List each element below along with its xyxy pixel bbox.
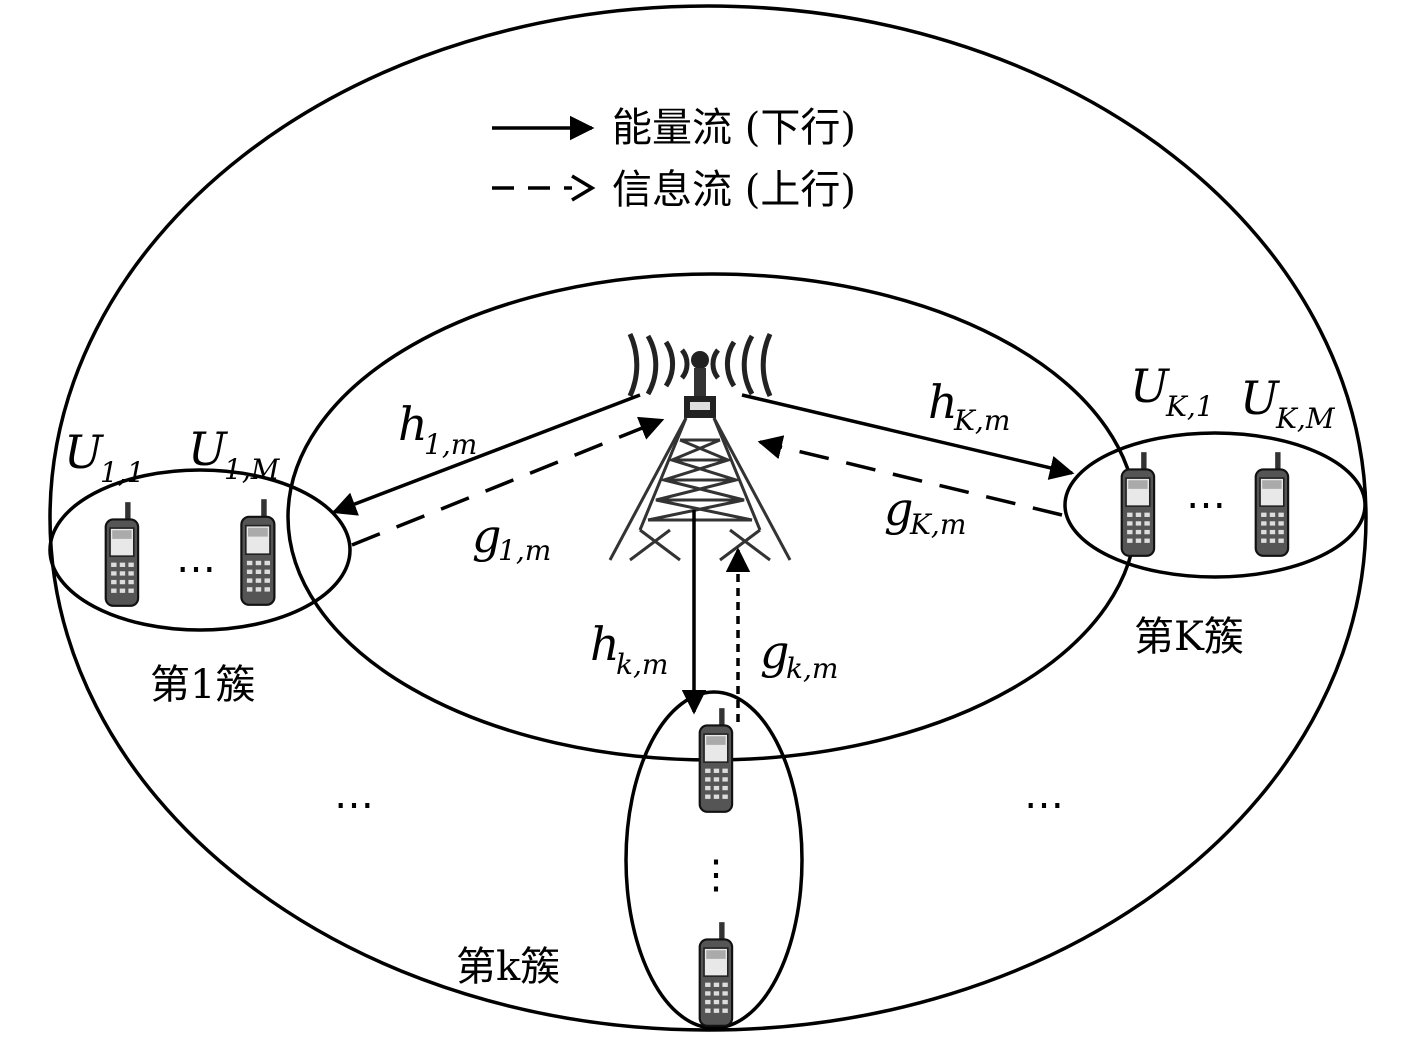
ellipsis-right: ⋯ — [1024, 782, 1064, 828]
label-h1m: h 1,m — [398, 397, 477, 461]
energy-arrow-cluster-K — [741, 393, 1075, 480]
svg-text:U: U — [1240, 371, 1281, 425]
ellipsis-left: ⋯ — [334, 782, 374, 828]
svg-text:K,M: K,M — [1275, 402, 1336, 435]
label-uKM: U K,M — [1240, 371, 1336, 435]
svg-text:h: h — [590, 617, 620, 671]
label-gkm: g k,m — [760, 625, 838, 685]
label-u1M: U 1,M — [188, 422, 281, 486]
phone-ukM — [698, 921, 734, 1027]
svg-text:K,1: K,1 — [1165, 390, 1214, 423]
label-hKm: h K,m — [928, 375, 1010, 437]
label-hkm: h k,m — [590, 617, 668, 681]
legend-open-arrowhead — [571, 174, 596, 202]
info-arrow-cluster-K — [757, 435, 1063, 517]
phone-uk1 — [698, 707, 734, 813]
svg-text:g: g — [472, 509, 501, 563]
phone-uKM — [1254, 451, 1290, 557]
cluster-k-ellipse — [624, 690, 804, 1030]
cluster-1-label: 第1簇 — [150, 662, 255, 708]
base-station-tower-icon — [608, 332, 792, 562]
label-g1m: g 1,m — [472, 509, 551, 567]
info-arrow-cluster-1 — [351, 416, 665, 547]
svg-text:U: U — [188, 422, 229, 476]
cluster-K-label: 第K簇 — [1134, 614, 1244, 660]
ellipsis-cluster-1: ⋯ — [176, 546, 216, 592]
svg-text:g: g — [760, 625, 789, 679]
label-u11: U 1,1 — [64, 425, 145, 489]
phone-u1M — [240, 498, 276, 606]
ellipsis-cluster-k: ⋮ — [696, 852, 736, 898]
svg-text:U: U — [1130, 359, 1171, 413]
label-gKm: g K,m — [884, 482, 966, 541]
svg-text:1,m: 1,m — [498, 534, 551, 567]
ellipsis-cluster-K: ⋯ — [1186, 482, 1226, 528]
legend-info-label: 信息流 (上行) — [612, 167, 856, 213]
legend-energy-label: 能量流 (下行) — [612, 105, 856, 151]
svg-text:h: h — [928, 375, 958, 429]
svg-text:h: h — [398, 397, 428, 451]
svg-text:k,m: k,m — [786, 652, 838, 685]
svg-text:g: g — [884, 482, 913, 536]
svg-text:U: U — [64, 425, 105, 479]
inner-coverage-ellipse — [286, 272, 1138, 762]
svg-text:k,m: k,m — [616, 648, 668, 681]
svg-text:K,m: K,m — [953, 404, 1010, 437]
cluster-1-ellipse — [48, 468, 352, 632]
svg-text:1,m: 1,m — [424, 428, 477, 461]
cluster-K-ellipse — [1063, 431, 1367, 579]
label-uK1: U K,1 — [1130, 359, 1214, 423]
energy-arrow-cluster-1 — [331, 393, 641, 516]
outer-coverage-ellipse — [48, 4, 1368, 1032]
phone-u11 — [104, 501, 140, 607]
svg-text:K,m: K,m — [909, 508, 966, 541]
svg-text:1,M: 1,M — [224, 453, 281, 486]
svg-text:1,1: 1,1 — [100, 456, 145, 489]
cluster-k-label: 第k簇 — [456, 944, 560, 990]
